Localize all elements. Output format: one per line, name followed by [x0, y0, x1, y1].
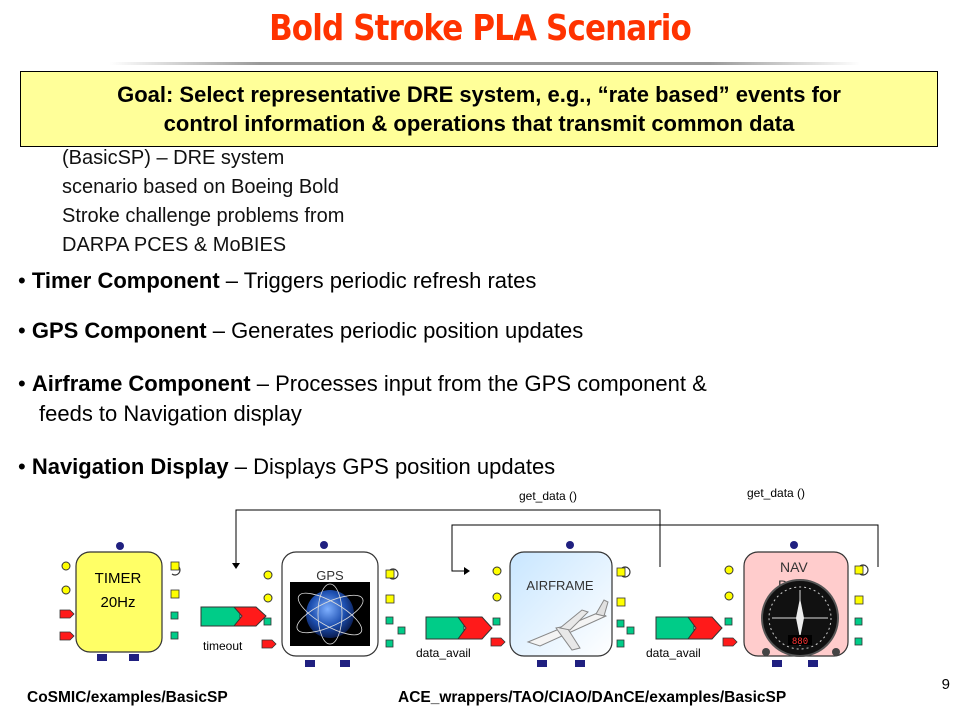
port-left — [490, 637, 506, 647]
bullet-term: Navigation Display — [31, 454, 229, 479]
bullet-term: Timer Component — [31, 268, 220, 293]
receptacle — [305, 660, 315, 667]
bullet-desc: – Generates periodic position updates — [206, 318, 584, 343]
intro-text: (BasicSP) – DRE system scenario based on… — [62, 144, 344, 260]
port-left — [263, 570, 273, 580]
port-left — [492, 566, 502, 576]
data-avail-connector-1: data_avail — [416, 616, 493, 660]
bullet-timer: • Timer Component – Triggers periodic re… — [18, 266, 536, 296]
feedback-label: get_data () — [747, 486, 805, 500]
component-name: NAV — [780, 559, 808, 575]
port-left — [724, 591, 734, 601]
slide-title: Bold Stroke PLA Scenario — [269, 8, 692, 49]
top-port — [790, 541, 798, 549]
port-left — [61, 561, 71, 571]
bullet-desc: – Processes input from the GPS component… — [250, 371, 707, 396]
port-left — [59, 631, 75, 641]
data-avail-connector-2: data_avail — [646, 616, 723, 660]
facet — [859, 564, 869, 576]
arrowhead — [464, 567, 470, 575]
component-name: TIMER — [95, 570, 142, 587]
facet — [621, 566, 631, 578]
arrowhead — [232, 563, 240, 569]
receptacle — [340, 660, 350, 667]
feedback-line-airframe — [451, 524, 879, 572]
goal-line-1: Goal: Select representative DRE system, … — [117, 82, 841, 107]
footer-right-path: ACE_wrappers/TAO/CIAO/DAnCE/examples/Bas… — [398, 689, 787, 706]
page-number: 9 — [941, 676, 950, 693]
feedback-line-gps — [235, 509, 661, 567]
connection-label: data_avail — [646, 646, 701, 660]
intro-line: DARPA PCES & MoBIES — [62, 234, 287, 256]
gps-component: GPS — [261, 541, 406, 667]
top-port — [320, 541, 328, 549]
port-left — [724, 565, 734, 575]
top-port — [566, 541, 574, 549]
bullet-term: GPS Component — [31, 318, 207, 343]
bullet-dot: • — [18, 318, 26, 343]
bullet-desc-continued: feeds to Navigation display — [39, 401, 302, 426]
intro-line: Stroke challenge problems from — [62, 205, 345, 227]
bullet-gps: • GPS Component – Generates periodic pos… — [18, 316, 583, 346]
bullet-navigation: • Navigation Display – Displays GPS posi… — [18, 452, 555, 482]
navigation-dial-icon: 880 — [761, 579, 840, 657]
title-underline — [110, 62, 860, 65]
bullet-dot: • — [18, 268, 26, 293]
receptacle — [772, 660, 782, 667]
receptacle — [537, 660, 547, 667]
goal-callout: Goal: Select representative DRE system, … — [20, 71, 938, 147]
receptacle — [575, 660, 585, 667]
receptacle — [129, 654, 139, 661]
nav-display-component: NAV DISP 880 — [722, 541, 869, 667]
port-left — [59, 609, 75, 619]
bullet-dot: • — [18, 371, 26, 396]
goal-line-2: control information & operations that tr… — [163, 111, 795, 136]
intro-line: (BasicSP) – DRE system — [62, 147, 285, 169]
receptacle — [808, 660, 818, 667]
bullet-term: Airframe Component — [31, 371, 251, 396]
feedback-label: get_data () — [519, 489, 577, 503]
port-left — [263, 593, 273, 603]
connection-label: timeout — [203, 639, 243, 653]
component-sub: 20Hz — [100, 594, 135, 611]
timeout-connector: timeout — [200, 606, 267, 653]
globe-icon — [306, 590, 354, 638]
timer-component: TIMER 20Hz — [59, 542, 181, 661]
connection-label: data_avail — [416, 646, 471, 660]
component-name: AIRFRAME — [526, 578, 594, 593]
bullet-desc: – Displays GPS position updates — [228, 454, 556, 479]
receptacle — [97, 654, 107, 661]
airplane-icon — [526, 599, 609, 651]
port-left — [492, 592, 502, 602]
airframe-component: AIRFRAME — [490, 541, 635, 667]
port-left — [61, 585, 71, 595]
intro-line: scenario based on Boeing Bold — [62, 176, 339, 198]
bullet-airframe: • Airframe Component – Processes input f… — [18, 369, 707, 429]
dial-readout: 880 — [792, 637, 808, 647]
facet — [389, 568, 399, 580]
port-left — [261, 639, 277, 649]
footer-left-path: CoSMIC/examples/BasicSP — [27, 689, 228, 706]
top-port — [116, 542, 124, 550]
bullet-dot: • — [18, 454, 26, 479]
bullet-desc: – Triggers periodic refresh rates — [219, 268, 537, 293]
component-name: GPS — [316, 568, 344, 583]
port-left — [722, 637, 738, 647]
